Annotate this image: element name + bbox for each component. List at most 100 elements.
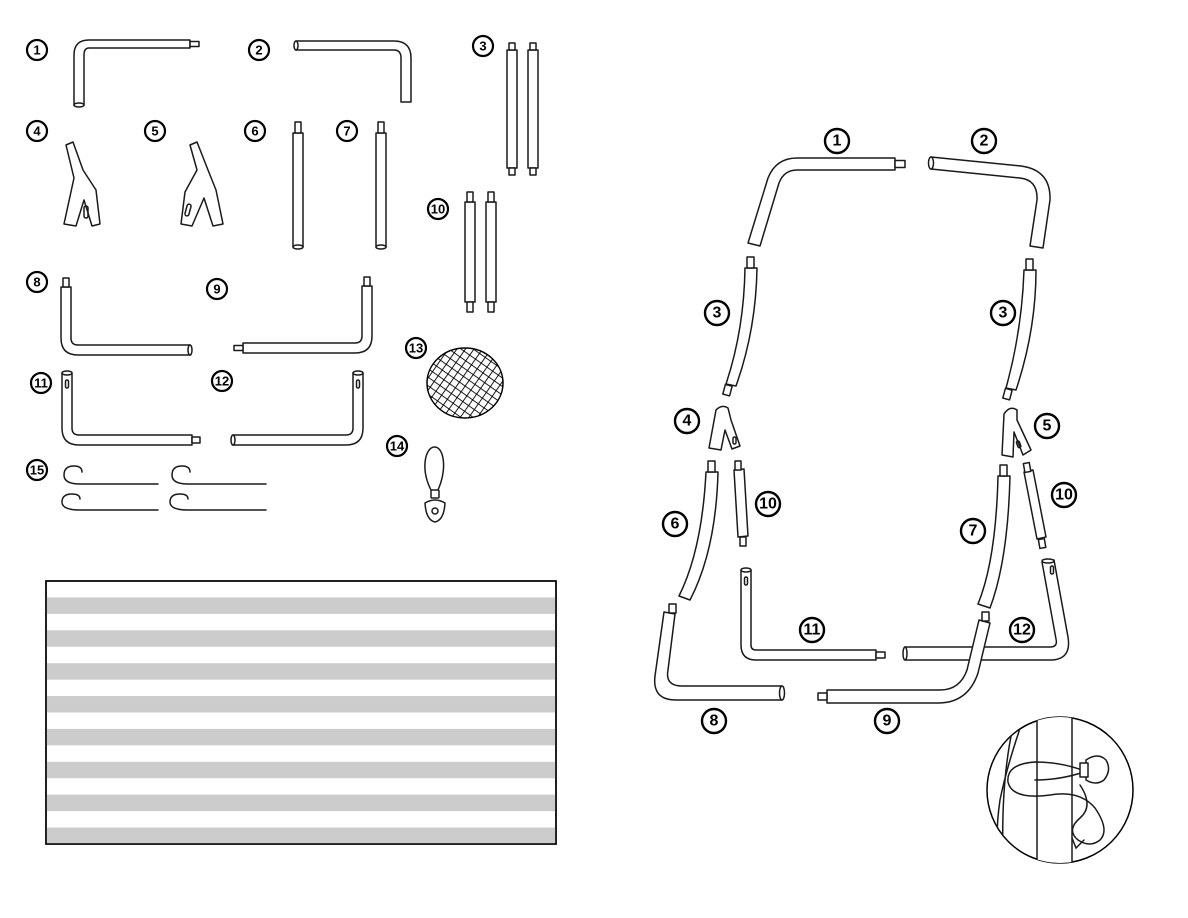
assembly-right-insert	[1022, 461, 1047, 550]
label-right-y: 5	[1033, 412, 1061, 440]
svg-text:12: 12	[1013, 622, 1031, 639]
svg-text:3: 3	[999, 305, 1008, 322]
part-badge-13: 13	[404, 336, 428, 360]
table-row-stripe	[46, 794, 556, 812]
part-badge-9: 9	[205, 277, 229, 301]
svg-text:3: 3	[479, 39, 486, 54]
svg-text:5: 5	[151, 124, 158, 139]
svg-text:6: 6	[251, 124, 258, 139]
svg-text:13: 13	[409, 341, 423, 356]
svg-text:11: 11	[34, 376, 48, 391]
part-14-bungee	[424, 446, 446, 523]
part-badge-10: 10	[426, 197, 450, 221]
part-3	[506, 42, 539, 176]
detail-inset	[986, 716, 1134, 864]
part-15-stakes	[61, 465, 267, 511]
part-10	[464, 191, 497, 313]
part-2	[293, 40, 412, 103]
assembly-part-2	[927, 156, 1051, 249]
table-row-stripe	[46, 696, 556, 713]
label-top-left: 1	[823, 127, 851, 155]
assembly-part-7	[977, 464, 1011, 609]
svg-text:10: 10	[759, 496, 777, 513]
assembly-part-5	[1001, 407, 1032, 458]
label-left-leg: 6	[661, 510, 689, 538]
part-7	[375, 121, 387, 250]
label-left-insert: 10	[754, 490, 782, 518]
part-1	[73, 39, 200, 108]
svg-text:9: 9	[883, 713, 892, 730]
part-11	[61, 370, 201, 446]
parts-table	[45, 580, 557, 845]
assembly-left-insert	[733, 460, 749, 547]
label-top-right: 2	[970, 127, 998, 155]
svg-text:10: 10	[1055, 487, 1073, 504]
part-9	[233, 276, 373, 354]
label-bottom-left: 8	[700, 707, 728, 735]
assembly-right-upright	[1002, 258, 1037, 401]
table-border	[45, 580, 557, 845]
table-row-stripe	[46, 761, 556, 779]
assembly-part-8	[653, 603, 786, 701]
part-badge-14: 14	[385, 434, 409, 458]
svg-text:10: 10	[431, 202, 445, 217]
label-bottom-right: 9	[873, 707, 901, 735]
table-row-stripe	[46, 597, 556, 614]
table-row-stripe	[46, 630, 556, 647]
svg-text:5: 5	[1043, 418, 1052, 435]
assembly-part-6	[678, 460, 719, 601]
svg-text:9: 9	[213, 282, 220, 297]
label-right-upright: 3	[989, 299, 1017, 327]
label-right-insert: 10	[1050, 481, 1078, 509]
svg-text:2: 2	[255, 43, 262, 58]
svg-text:4: 4	[33, 124, 41, 139]
part-badge-5: 5	[143, 119, 167, 143]
svg-text:1: 1	[833, 133, 842, 150]
svg-text:1: 1	[33, 43, 40, 58]
svg-text:4: 4	[683, 413, 692, 430]
parts-list: 1 2 3 4 5 6 7 8 9 10 11 12 13 14 15	[25, 34, 539, 523]
svg-text:8: 8	[33, 275, 40, 290]
svg-text:2: 2	[980, 133, 989, 150]
part-badge-11: 11	[29, 371, 53, 395]
part-badge-15: 15	[25, 458, 49, 482]
svg-text:3: 3	[713, 305, 722, 322]
assembly-left-upright	[722, 256, 758, 397]
part-badge-7: 7	[335, 119, 359, 143]
part-13-mesh	[426, 347, 504, 419]
assembly-part-1	[747, 157, 906, 247]
part-badge-12: 12	[210, 369, 234, 393]
part-12	[230, 370, 364, 446]
part-badge-4: 4	[25, 119, 49, 143]
table-row-stripe	[46, 663, 556, 680]
part-8	[60, 277, 193, 356]
svg-text:8: 8	[710, 713, 719, 730]
part-5	[180, 141, 224, 227]
label-front-base: 11	[798, 616, 826, 644]
svg-text:7: 7	[969, 523, 978, 540]
assembly-part-12	[902, 558, 1070, 661]
svg-text:7: 7	[343, 124, 350, 139]
label-right-leg: 7	[959, 517, 987, 545]
part-badge-1: 1	[25, 38, 49, 62]
label-left-y: 4	[673, 407, 701, 435]
svg-text:6: 6	[671, 516, 680, 533]
part-6	[292, 121, 304, 250]
table-row-stripe	[46, 827, 556, 844]
assembly-part-9	[817, 611, 991, 704]
label-rear-base: 12	[1008, 616, 1036, 644]
svg-text:15: 15	[30, 463, 44, 478]
label-left-upright: 3	[703, 299, 731, 327]
svg-text:14: 14	[390, 439, 405, 454]
part-4	[63, 141, 101, 227]
assembly-view: 1 2 3 3 4 5 10 10 6 7 11 12 8 9	[653, 127, 1078, 735]
part-badge-2: 2	[247, 38, 271, 62]
assembly-part-4	[708, 405, 741, 451]
svg-text:11: 11	[804, 622, 821, 639]
part-badge-3: 3	[471, 34, 495, 58]
svg-text:12: 12	[215, 374, 229, 389]
assembly-part-11	[740, 567, 886, 661]
part-badge-8: 8	[25, 270, 49, 294]
table-row-stripe	[46, 728, 556, 746]
